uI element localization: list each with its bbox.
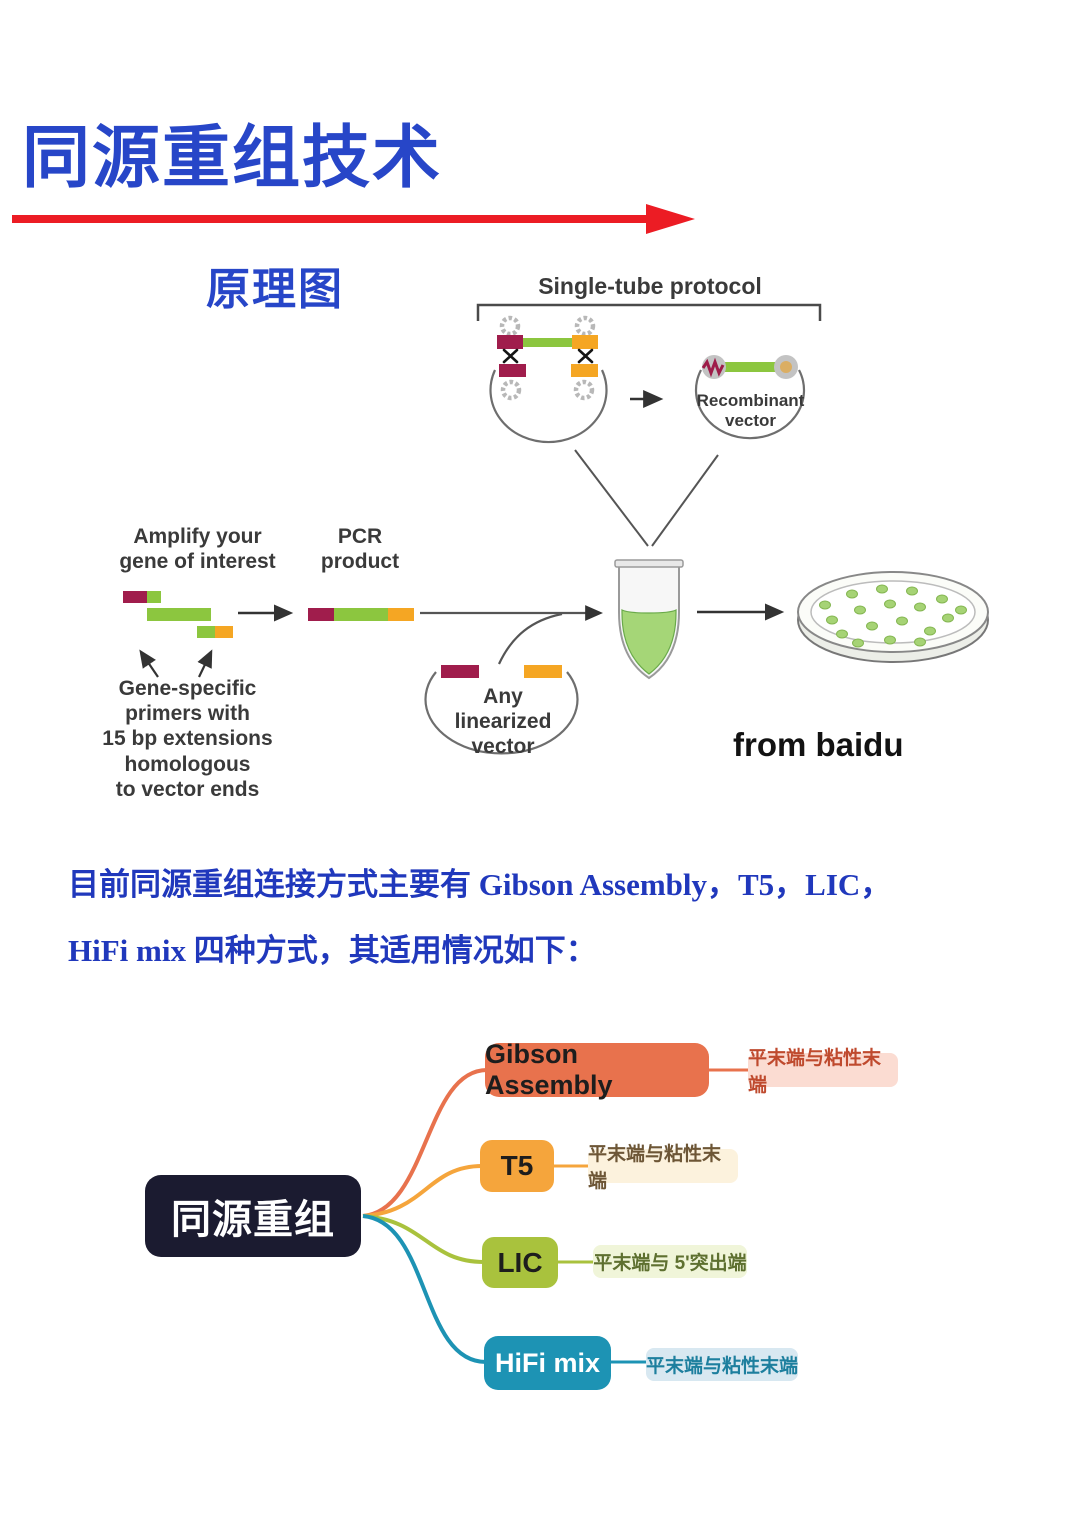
mindmap-node-hifi: HiFi mix [484,1336,611,1390]
joined-ends-zigzag [701,357,725,378]
page-title: 同源重组技术 [22,120,443,196]
open-vector [489,364,608,444]
primers-and-gene [123,591,233,678]
primers-note: Gene-specific primers with 15 bp extensi… [80,676,295,802]
exonuclease-icon [573,379,595,401]
amplify-label: Amplify your gene of interest [95,524,300,574]
mindmap-note-hifi: 平末端与粘性末端 [646,1348,798,1381]
branch-line-gibson [362,1068,488,1218]
mindmap-note-gibson: 平末端与粘性末端 [748,1048,898,1096]
colonies [819,584,967,648]
mindmap-node-lic: LIC [482,1237,558,1288]
source-credit: from baidu [733,726,904,763]
primers-note-line3: 15 bp extensions [102,727,273,751]
linearized-vector-line1: Any [483,685,523,708]
recombination-x-marks [502,348,594,364]
branch-line-hifi [362,1214,487,1364]
linearized-vector-line3: vector [471,735,535,759]
mindmap-note-connectors [554,1068,748,1364]
branch-line-t5 [362,1164,483,1218]
title-underline-arrow [12,204,695,234]
recombinant-vector-line1: Recombinant [696,391,805,410]
recombinant-vector-line2: vector [724,411,777,431]
linearized-vector-line2: linearized [454,710,552,734]
pcr-product-label: PCR product [303,524,417,574]
insert-fragment [497,315,598,349]
linearized-vector-label: Any linearized vector [430,684,576,760]
amplify-line1: Amplify your [133,525,262,548]
petri-dish-icon [797,571,989,663]
recombinant-vector [694,355,806,440]
exonuclease-icon [500,379,522,401]
primers-note-line5: to vector ends [115,777,260,801]
primers-note-line4: homologous [124,752,251,776]
linearized-vector [424,665,579,755]
exonuclease-icon [499,315,521,337]
protocol-title: Single-tube protocol [538,273,762,299]
intro-line-1: 目前同源重组连接方式主要有 Gibson Assembly，T5，LIC， [68,867,892,902]
exonuclease-icon [574,315,596,337]
mindmap-note-t5: 平末端与粘性末端 [588,1144,738,1192]
section-label: 原理图 [206,265,344,314]
primers-note-line2: primers with [125,702,250,726]
pcr-line2: product [320,550,400,574]
vector-merge-curve [498,612,563,665]
mindmap-branches-lines [362,1068,488,1364]
microtube-icon [614,559,684,680]
primers-note-line1: Gene-specific [118,677,257,700]
funnel-lines [574,449,719,547]
pcr-line1: PCR [337,525,383,548]
mindmap-note-lic: 平末端与 5'突出端 [593,1245,747,1278]
intro-line-2: HiFi mix 四种方式，其适用情况如下： [68,933,597,968]
primer-pointer-arrow [197,649,213,678]
pcr-product-bar [308,608,414,621]
recombinant-vector-label: Recombinant vector [690,391,811,432]
mindmap-node-t5: T5 [480,1140,554,1192]
mindmap-node-gibson: Gibson Assembly [485,1039,709,1100]
single-tube-bracket [476,303,822,321]
mindmap-root-node: 同源重组 [145,1175,361,1257]
amplify-line2: gene of interest [119,550,276,574]
branch-line-lic [362,1214,485,1264]
primer-pointer-arrow [139,649,159,678]
